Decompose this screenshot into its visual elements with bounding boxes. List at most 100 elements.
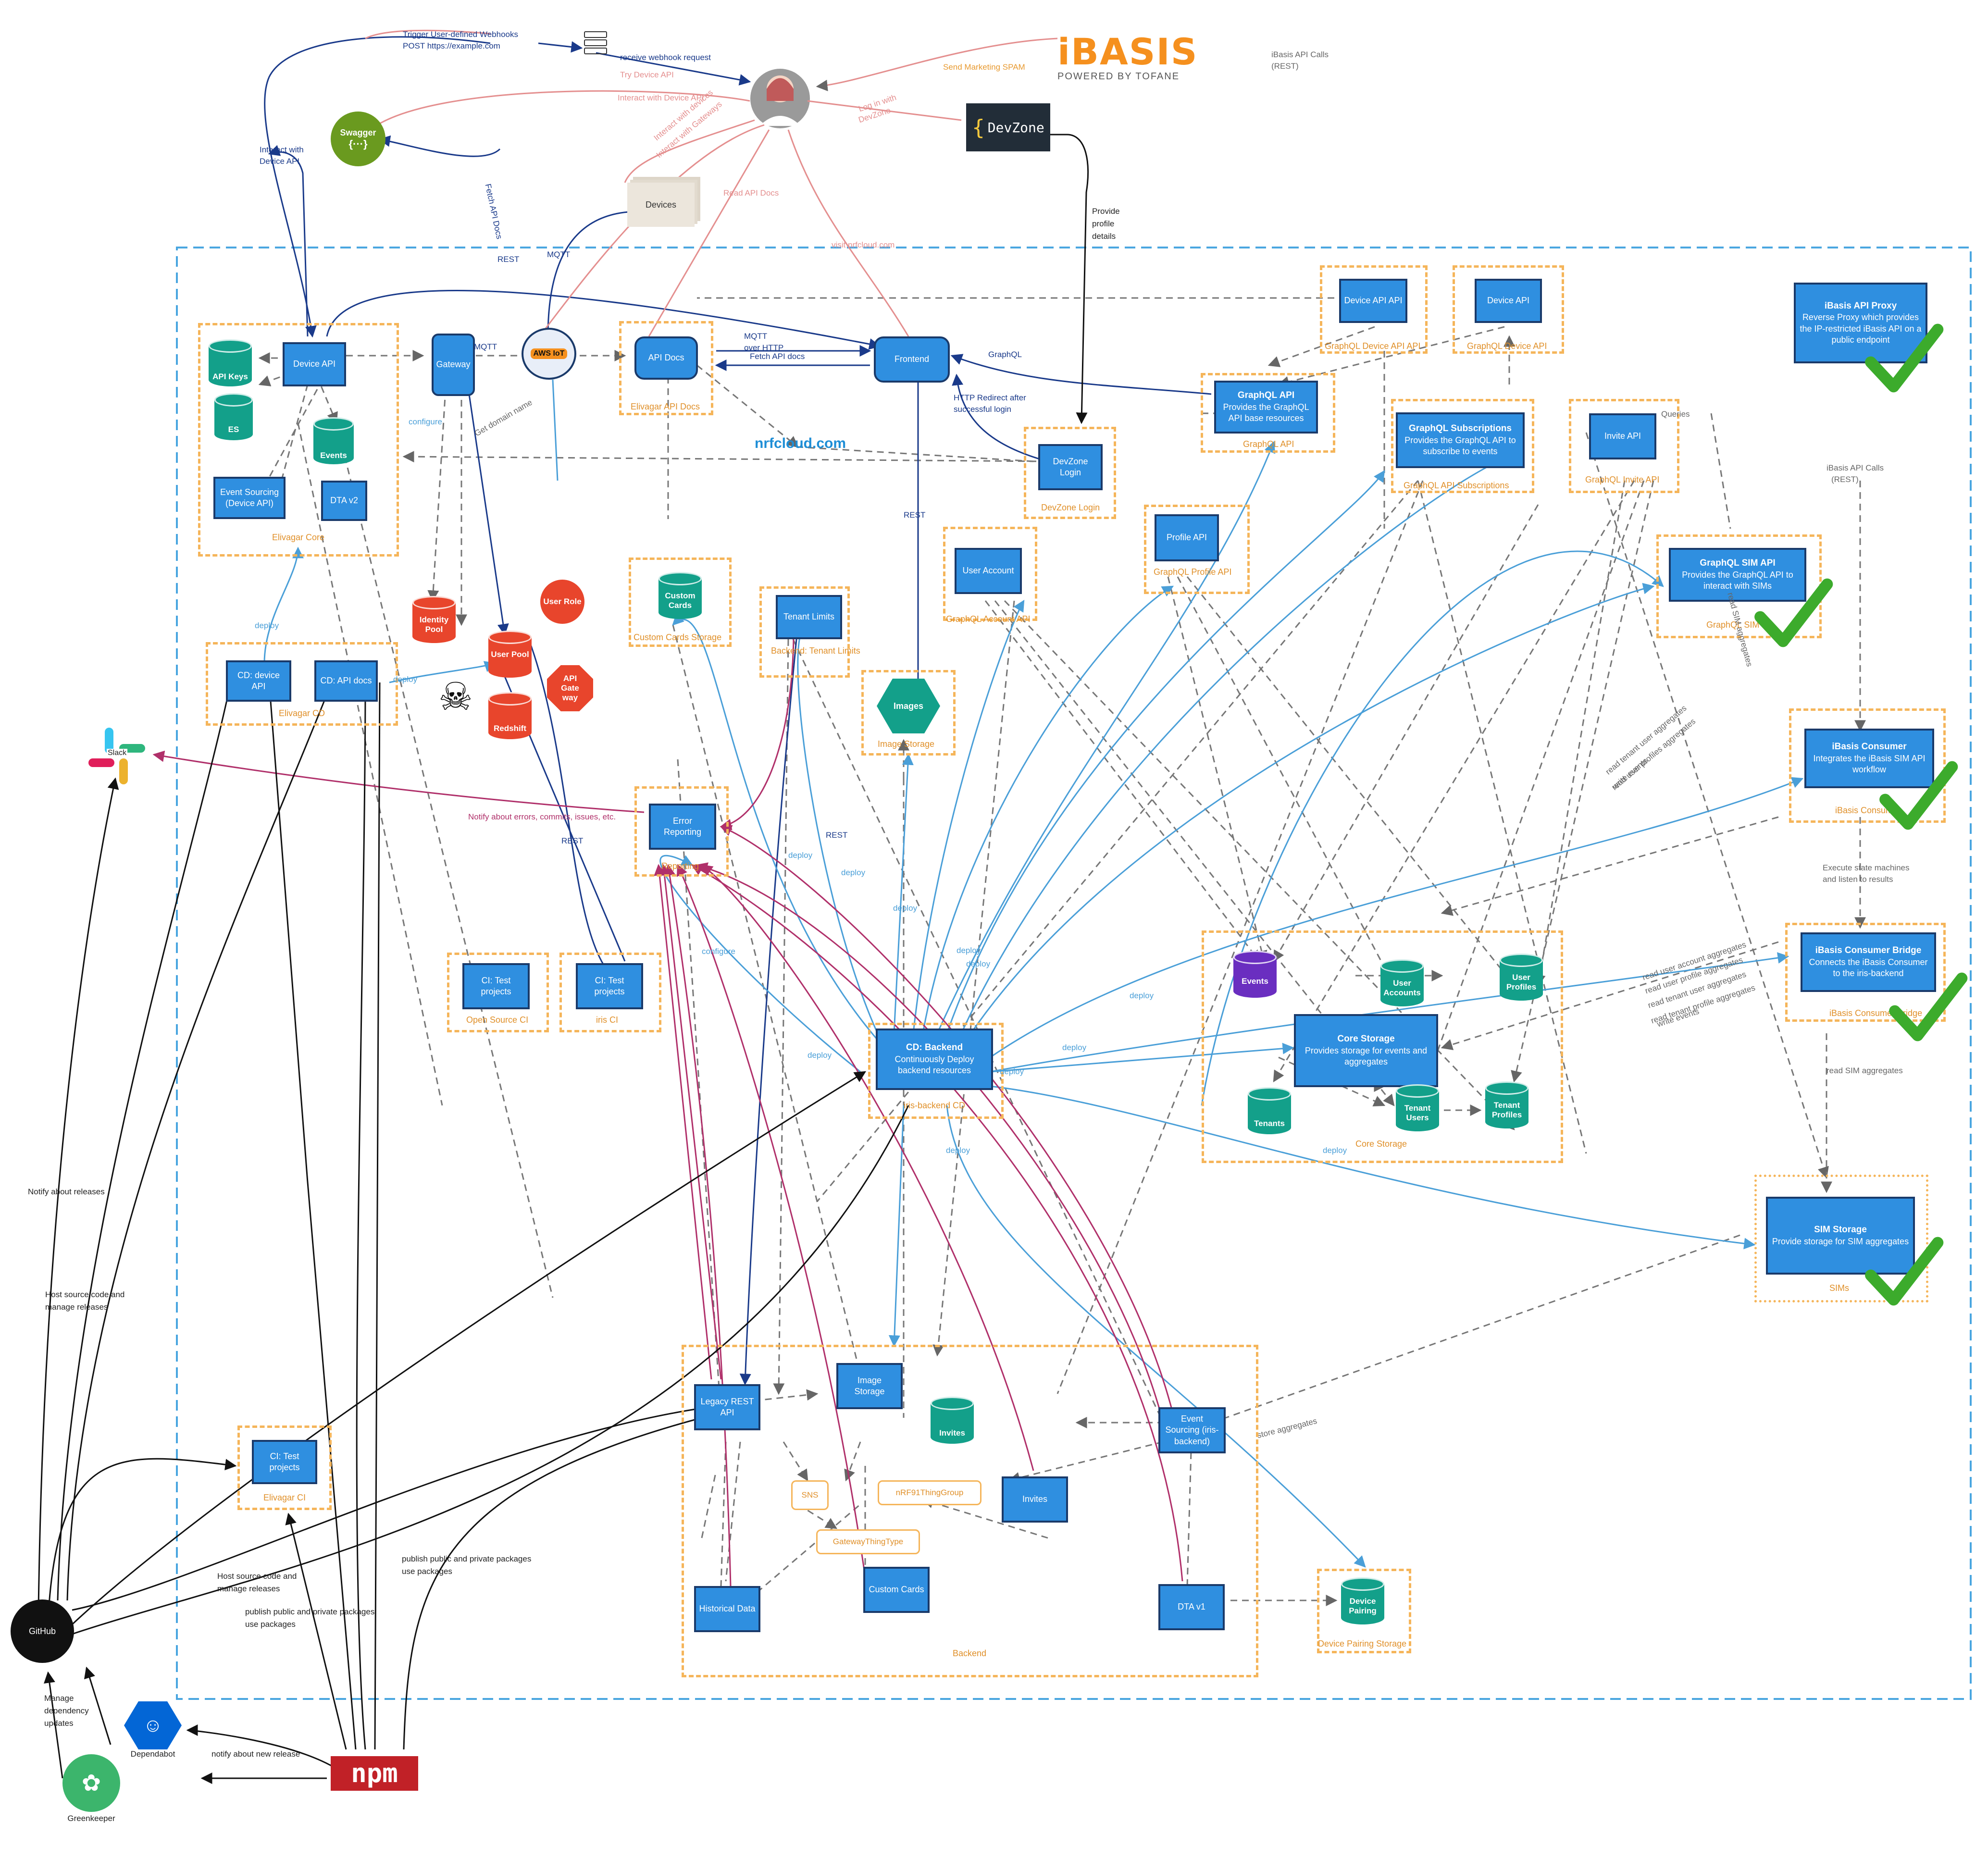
note-provide: Provide <box>1092 207 1120 216</box>
group-label-graphql-sim: GraphQL SIM <box>1706 620 1760 630</box>
user-avatar <box>750 69 810 128</box>
user-account-service[interactable]: User Account <box>955 548 1022 594</box>
group-label-backend: Backend <box>953 1648 987 1658</box>
group-backend <box>682 1345 1258 1677</box>
image-storage-service[interactable]: Image Storage <box>836 1363 903 1409</box>
note-rest-low: REST <box>826 830 848 840</box>
graphql-api-title: GraphQL API <box>1237 390 1295 401</box>
invites-service[interactable]: Invites <box>1002 1476 1068 1523</box>
note-fetch-api-docs: Fetch API docs <box>750 352 805 361</box>
sim-storage-desc: Provide storage for SIM aggregates <box>1772 1236 1909 1246</box>
cd-api-docs[interactable]: CD: API docs <box>314 660 378 702</box>
invite-api-service[interactable]: Invite API <box>1589 413 1656 459</box>
ibasis-logo-text: iBASIS <box>1057 30 1198 73</box>
images-hexagon: Images <box>877 679 940 733</box>
db-tenants: Tenants <box>1248 1087 1291 1140</box>
group-label-graphql-device-api-1: GraphQL Device API API <box>1325 341 1421 351</box>
graphql-subscriptions-service[interactable]: GraphQL Subscriptions Provides the Graph… <box>1396 412 1525 468</box>
custom-cards-service[interactable]: Custom Cards <box>863 1567 930 1613</box>
core-storage-service[interactable]: Core Storage Provides storage for events… <box>1294 1014 1438 1087</box>
note-ibasis-calls-mid: iBasis API Calls <box>1826 463 1884 472</box>
dta-v2[interactable]: DTA v2 <box>321 481 367 521</box>
ci-elivagar[interactable]: CI: Test projects <box>252 1440 317 1484</box>
graphql-device-api-api[interactable]: Device API API <box>1339 279 1407 323</box>
db-redshift-label: Redshift <box>494 724 526 733</box>
group-ibasis-consumer <box>1789 708 1946 823</box>
error-reporting-service[interactable]: Error Reporting <box>649 804 716 850</box>
graphql-device-api[interactable]: Device API <box>1475 279 1542 323</box>
greenkeeper-tree-icon: ✿ <box>62 1754 120 1812</box>
ibasis-consumer-service[interactable]: iBasis Consumer Integrates the iBasis SI… <box>1804 729 1934 788</box>
github-icon[interactable]: GitHub <box>11 1599 74 1663</box>
npm-logo[interactable]: npm <box>331 1756 418 1791</box>
tenant-limits-service[interactable]: Tenant Limits <box>776 595 842 639</box>
db-user-profiles: User Profiles <box>1500 954 1543 1006</box>
event-sourcing-backend[interactable]: Event Sourcing (iris-backend) <box>1158 1407 1226 1453</box>
gateway-thing-type-label: GatewayThingType <box>832 1537 904 1546</box>
group-tenant-limits <box>759 586 850 678</box>
devices-label: Devices <box>627 183 695 227</box>
note-deploy-3: deploy <box>893 904 918 913</box>
note-manage: Manage <box>44 1694 74 1703</box>
gateway-service[interactable]: Gateway <box>432 334 475 396</box>
nrfcloud-brand[interactable]: nrfcloud.com <box>755 435 846 451</box>
group-reporting <box>634 786 729 877</box>
dta-v1[interactable]: DTA v1 <box>1158 1584 1225 1630</box>
swagger-icon[interactable]: Swagger {···} <box>331 112 385 166</box>
note-visit-nrfcloud: visit nrfcloud.com <box>832 240 895 249</box>
profile-api-service[interactable]: Profile API <box>1155 514 1219 561</box>
group-label-open-source-ci: Open Source CI <box>466 1015 529 1025</box>
ibasis-consumer-bridge[interactable]: iBasis Consumer Bridge Connects the iBas… <box>1801 932 1936 992</box>
group-label-elivagar-api-docs: Elivagar API Docs <box>631 402 700 411</box>
ci-open-source[interactable]: CI: Test projects <box>462 963 530 1009</box>
device-api-core[interactable]: Device API <box>283 342 346 386</box>
group-label-ibasis-consumer: iBasis Consumer <box>1835 806 1901 815</box>
graphql-sim-api[interactable]: GraphQL SIM API Provides the GraphQL API… <box>1669 548 1806 602</box>
group-label-core-storage: Core Storage <box>1355 1139 1407 1149</box>
legacy-rest-api[interactable]: Legacy REST API <box>694 1384 760 1430</box>
ibasis-api-proxy[interactable]: iBasis API Proxy Reverse Proxy which pro… <box>1794 283 1927 363</box>
nrf91-label: nRF91ThingGroup <box>895 1488 964 1497</box>
note-http-redirect: HTTP Redirect after <box>954 393 1026 402</box>
note-host-source-1: Host source code and <box>45 1290 125 1299</box>
core-storage-title: Core Storage <box>1337 1034 1395 1044</box>
ibasis-consumer-title: iBasis Consumer <box>1832 742 1907 752</box>
note-deploy-5: deploy <box>966 959 991 968</box>
group-graphql-subs <box>1391 399 1534 493</box>
note-deploy-2: deploy <box>841 868 866 877</box>
cd-device-api[interactable]: CD: device API <box>226 660 291 702</box>
cd-backend-service[interactable]: CD: Backend Continuously Deploy backend … <box>876 1029 993 1090</box>
event-sourcing-device-api[interactable]: Event Sourcing (Device API) <box>213 477 286 519</box>
api-docs-service[interactable]: API Docs <box>634 336 698 380</box>
historical-data[interactable]: Historical Data <box>694 1586 760 1632</box>
db-device-pairing-label: Device Pairing <box>1349 1597 1377 1616</box>
note-rest-low-2: REST <box>561 836 584 845</box>
group-graphql-device-api-1 <box>1320 265 1428 354</box>
note-manage-releases-2: manage releases <box>217 1584 280 1593</box>
frontend-service[interactable]: Frontend <box>874 336 950 383</box>
npm-label: npm <box>351 1758 398 1788</box>
greenkeeper-icon[interactable]: ✿ Greenkeeper <box>58 1754 125 1826</box>
note-queries: Queries <box>1661 409 1690 419</box>
sim-storage-title: SIM Storage <box>1814 1224 1867 1235</box>
note-deploy-1: deploy <box>788 851 813 860</box>
ibasis-bridge-desc: Connects the iBasis Consumer to the iris… <box>1809 957 1928 979</box>
ci-iris[interactable]: CI: Test projects <box>576 963 643 1009</box>
devzone-logo: { DevZone <box>966 103 1050 151</box>
system-boundary <box>176 247 1972 1700</box>
sim-storage-service[interactable]: SIM Storage Provide storage for SIM aggr… <box>1766 1197 1915 1275</box>
group-ibasis-bridge <box>1785 923 1946 1022</box>
nrf91-thing-group: nRF91ThingGroup <box>878 1480 982 1505</box>
gateway-thing-type: GatewayThingType <box>816 1529 920 1554</box>
webhook-server-icon <box>584 31 607 54</box>
note-rest-top: (REST) <box>1271 62 1299 71</box>
group-graphql-device-api-2 <box>1453 265 1564 354</box>
aws-iot-icon[interactable]: AWS IoT <box>522 328 576 380</box>
db-es-label: ES <box>228 425 239 434</box>
dependabot-icon[interactable]: ☺ Dependabot <box>121 1701 185 1759</box>
note-deploy-11: deploy <box>1323 1146 1347 1155</box>
images-label: Images <box>893 701 924 711</box>
graphql-api-service[interactable]: GraphQL API Provides the GraphQL API bas… <box>1214 381 1318 434</box>
devzone-login-service[interactable]: DevZone Login <box>1038 444 1103 490</box>
slack-icon[interactable]: Slack <box>86 725 147 786</box>
